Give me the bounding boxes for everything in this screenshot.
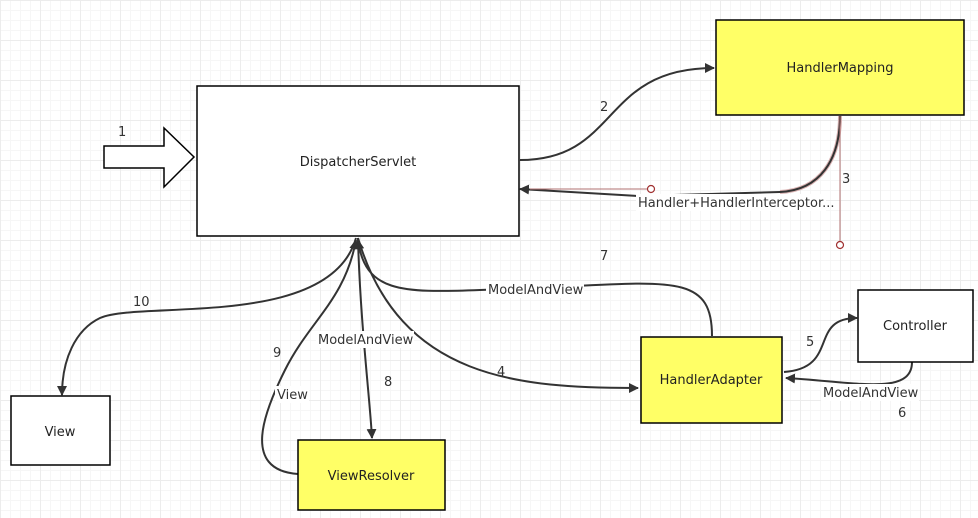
edge-label-modelandview-controller: ModelAndView — [823, 386, 919, 401]
step-number-5: 5 — [806, 335, 814, 350]
step-number-7: 7 — [600, 249, 608, 264]
step-number-2: 2 — [600, 100, 608, 115]
node-dispatcherservlet-label: DispatcherServlet — [300, 155, 416, 170]
edge-dispatcher-to-viewresolver[interactable] — [357, 237, 377, 439]
edge-handlermapping-to-dispatcher-shadow — [779, 115, 842, 194]
step-number-6: 6 — [898, 406, 906, 421]
edge-dispatcher-to-handlermapping[interactable] — [519, 63, 715, 161]
node-handlermapping[interactable]: HandlerMapping — [715, 19, 965, 116]
node-view[interactable]: View — [10, 395, 111, 466]
step-number-3: 3 — [842, 172, 850, 187]
node-handleradapter[interactable]: HandlerAdapter — [640, 336, 783, 424]
edge-label-view-return: View — [277, 388, 308, 403]
edge-handleradapter-to-controller[interactable] — [783, 313, 858, 373]
node-controller-label: Controller — [883, 319, 948, 334]
step-number-1: 1 — [118, 125, 126, 140]
selection-handle-top[interactable] — [646, 184, 656, 194]
node-handlermapping-label: HandlerMapping — [787, 61, 894, 76]
step-number-4: 4 — [497, 365, 505, 380]
node-view-label: View — [45, 425, 76, 440]
node-dispatcherservlet[interactable]: DispatcherServlet — [196, 85, 520, 237]
edge-label-modelandview-adapter: ModelAndView — [488, 283, 584, 298]
step-number-10: 10 — [133, 295, 150, 310]
edge-controller-to-handleradapter[interactable] — [785, 361, 913, 386]
edge-viewresolver-to-dispatcher[interactable] — [261, 239, 360, 475]
selection-handle-bottom[interactable] — [835, 240, 845, 250]
edge-handlermapping-to-dispatcher[interactable] — [519, 115, 841, 198]
edge-dispatcher-to-handleradapter[interactable] — [357, 237, 639, 393]
node-viewresolver[interactable]: ViewResolver — [297, 439, 446, 511]
edge-label-modelandview-resolver: ModelAndView — [318, 333, 414, 348]
request-arrow-icon[interactable] — [103, 126, 196, 189]
edge-dispatcher-to-view[interactable] — [57, 237, 357, 396]
node-handleradapter-label: HandlerAdapter — [660, 373, 763, 388]
edge-label-handler-chain: Handler+HandlerInterceptor... — [638, 196, 835, 211]
step-number-9: 9 — [273, 346, 281, 361]
node-viewresolver-label: ViewResolver — [328, 469, 415, 484]
node-controller[interactable]: Controller — [857, 289, 974, 363]
step-number-8: 8 — [384, 375, 392, 390]
